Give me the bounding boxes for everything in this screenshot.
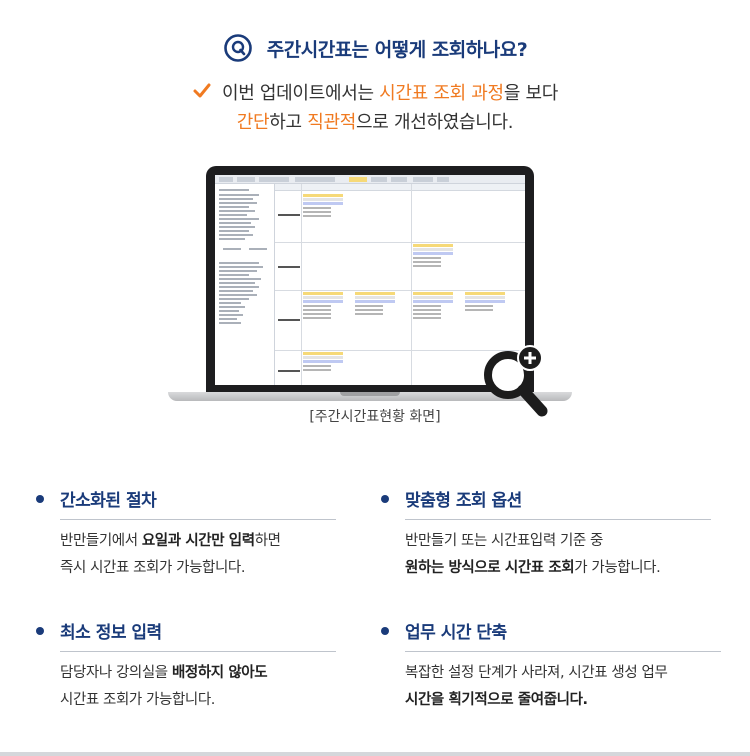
question-header: 주간시간표는 어떻게 조회하나요? <box>0 33 750 67</box>
timetable-grid <box>275 184 525 385</box>
feature-time-saving: 업무 시간 단축 복잡한 설정 단계가 사라져, 시간표 생성 업무 시간을 획… <box>381 618 721 714</box>
feature-title: 최소 정보 입력 <box>60 623 162 643</box>
laptop-base <box>168 392 572 401</box>
feature-minimal-input: 최소 정보 입력 담당자나 강의실을 배정하지 않아도 시간표 조회가 가능합니… <box>36 618 336 714</box>
feature-simplified-procedure: 간소화된 절차 반만들기에서 요일과 시간만 입력하면 즉시 시간표 조회가 가… <box>36 486 336 582</box>
text-part: 담당자나 강의실을 <box>60 665 172 681</box>
divider <box>60 651 336 652</box>
text-bold: 배정하지 않아도 <box>171 665 268 681</box>
q-circle-icon <box>223 33 253 63</box>
text-bold: 시간을 획기적으로 줄여줍니다. <box>405 692 588 708</box>
feature-description: 복잡한 설정 단계가 사라져, 시간표 생성 업무 시간을 획기적으로 줄여줍니… <box>405 660 721 714</box>
intro-highlight: 시간표 조회 과정 <box>379 83 504 104</box>
text-line: 복잡한 설정 단계가 사라져, 시간표 생성 업무 <box>405 665 668 681</box>
app-sidebar <box>215 184 275 385</box>
intro-text: 이번 업데이트에서는 시간표 조회 과정을 보다 간단하고 직관적으로 개선하였… <box>0 79 750 137</box>
intro-text-part: 이번 업데이트에서는 <box>221 83 380 104</box>
text-line: 반만들기 또는 시간표입력 기준 중 <box>405 533 603 549</box>
feature-description: 반만들기에서 요일과 시간만 입력하면 즉시 시간표 조회가 가능합니다. <box>60 528 336 582</box>
check-icon <box>192 81 212 101</box>
intro-highlight: 간단 <box>236 112 270 133</box>
text-part: 하면 <box>254 533 281 549</box>
timetable-screenshot <box>215 175 525 385</box>
feature-title: 간소화된 절차 <box>60 491 157 511</box>
magnifier-plus-icon <box>478 343 558 423</box>
laptop-lid <box>206 166 534 392</box>
bullet-dot <box>381 494 389 503</box>
intro-highlight: 직관적 <box>307 112 357 133</box>
bottom-divider <box>0 752 750 756</box>
feature-description: 담당자나 강의실을 배정하지 않아도 시간표 조회가 가능합니다. <box>60 660 336 714</box>
page-title: 주간시간표는 어떻게 조회하나요? <box>266 38 528 61</box>
divider <box>405 519 711 520</box>
laptop-illustration <box>168 166 572 406</box>
text-bold: 원하는 방식으로 시간표 조회 <box>405 560 575 576</box>
bullet-dot <box>36 494 44 503</box>
divider <box>60 519 336 520</box>
feature-title: 업무 시간 단축 <box>405 623 507 643</box>
feature-custom-options: 맞춤형 조회 옵션 반만들기 또는 시간표입력 기준 중 원하는 방식으로 시간… <box>381 486 711 582</box>
feature-title: 맞춤형 조회 옵션 <box>405 491 522 511</box>
app-toolbar <box>215 175 525 184</box>
text-part: 가 가능합니다. <box>574 560 661 576</box>
intro-text-part: 으로 개선하였습니다. <box>356 112 514 133</box>
text-bold: 요일과 시간만 입력 <box>141 533 255 549</box>
laptop-notch <box>340 392 400 396</box>
text-part: 반만들기에서 <box>60 533 142 549</box>
text-line: 즉시 시간표 조회가 가능합니다. <box>60 560 246 576</box>
bullet-dot <box>36 626 44 635</box>
divider <box>405 651 721 652</box>
screenshot-caption: [주간시간표현황 화면] <box>309 409 441 425</box>
bullet-dot <box>381 626 389 635</box>
intro-text-part: 을 보다 <box>503 83 559 104</box>
intro-text-part: 하고 <box>269 112 308 133</box>
feature-description: 반만들기 또는 시간표입력 기준 중 원하는 방식으로 시간표 조회가 가능합니… <box>405 528 711 582</box>
text-line: 시간표 조회가 가능합니다. <box>60 692 215 708</box>
